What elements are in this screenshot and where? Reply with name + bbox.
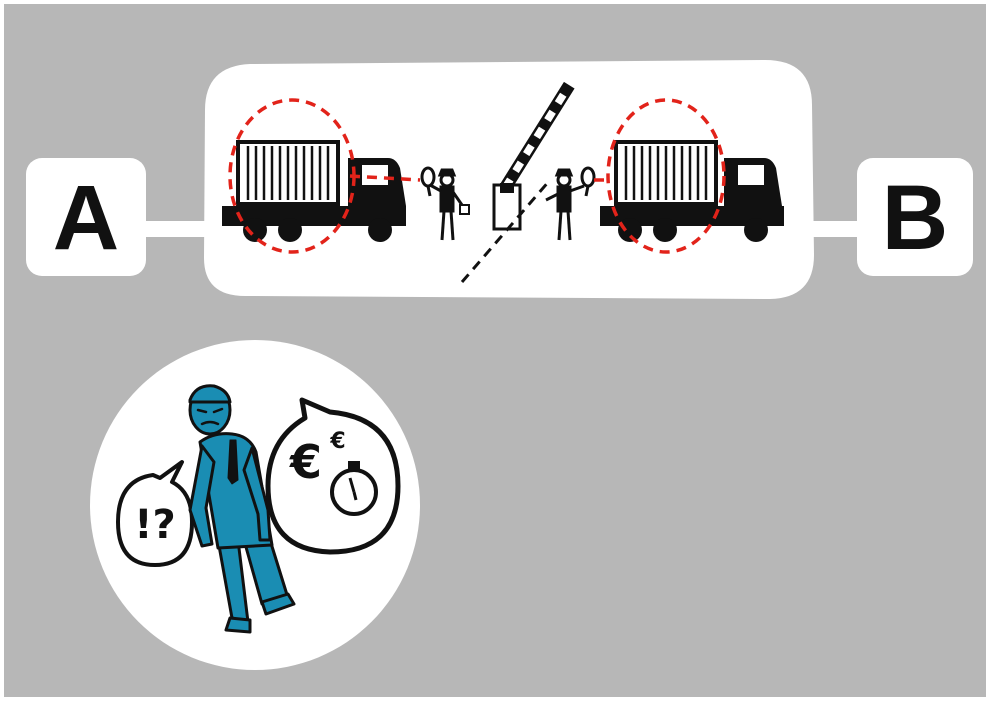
- connector-left: [140, 221, 212, 237]
- container-icon-right: [616, 142, 716, 204]
- point-a-label: A: [53, 167, 119, 269]
- confused-bubble-text: !?: [134, 502, 175, 548]
- euro-symbol-small: €: [329, 429, 345, 454]
- point-b-label: B: [882, 167, 948, 269]
- container-icon-left: [238, 142, 338, 204]
- point-b-box: B: [857, 158, 973, 276]
- point-a-box: A: [26, 158, 146, 276]
- euro-symbol-large: €: [289, 435, 322, 489]
